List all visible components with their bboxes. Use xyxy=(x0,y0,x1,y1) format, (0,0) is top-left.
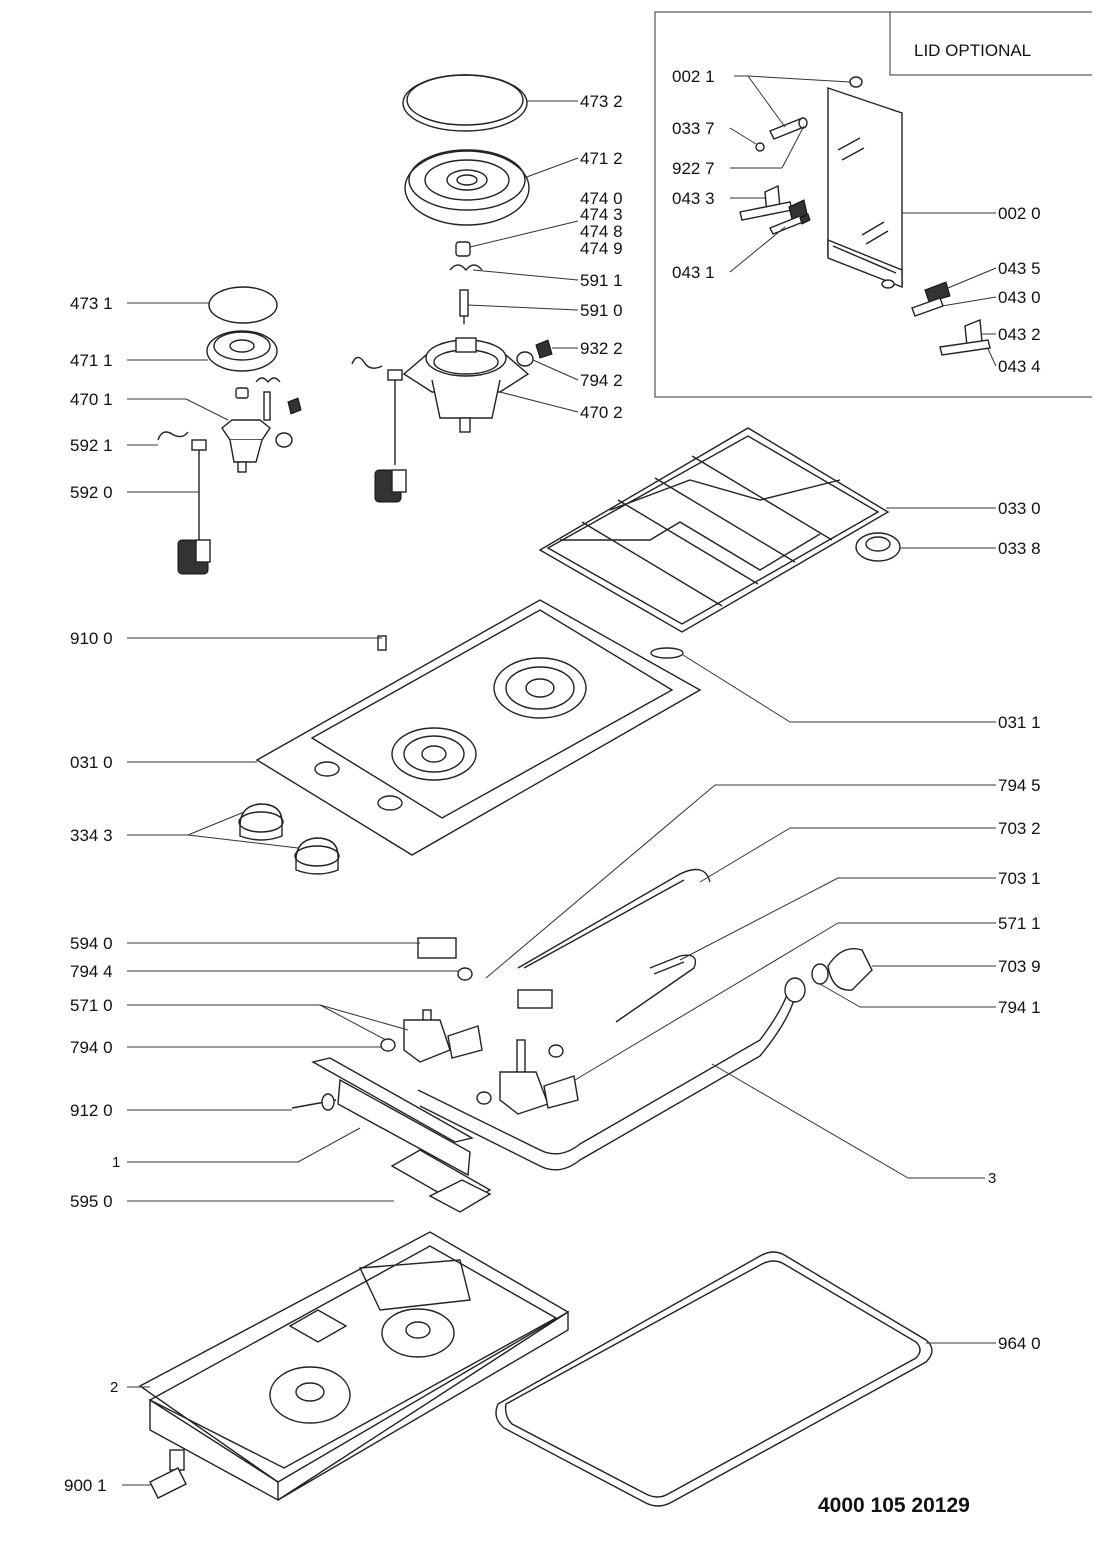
part-label: 1 xyxy=(112,1154,120,1171)
large-burner-assembly xyxy=(351,74,553,503)
part-label: 592 1 xyxy=(70,436,113,455)
part-label: 033 0 xyxy=(998,499,1041,518)
part-label: 794 1 xyxy=(998,998,1041,1017)
part-label: 591 0 xyxy=(580,301,623,320)
part-label: 595 0 xyxy=(70,1192,113,1211)
part-label: 900 1 xyxy=(64,1476,107,1495)
small-burner-assembly xyxy=(157,286,302,575)
part-label: 964 0 xyxy=(998,1334,1041,1353)
part-label: 043 3 xyxy=(672,189,715,208)
part-label: 031 0 xyxy=(70,753,113,772)
hinge-bracket-right xyxy=(911,281,991,356)
part-label: 043 2 xyxy=(998,325,1041,344)
part-label: 474 8 xyxy=(580,222,623,241)
hinge-tube-part xyxy=(769,117,808,140)
part-label: 932 2 xyxy=(580,339,623,358)
part-label: 794 4 xyxy=(70,962,113,981)
gasket-seal xyxy=(495,1251,933,1507)
part-label: 473 2 xyxy=(580,92,623,111)
glass-lid xyxy=(827,87,903,289)
part-labels: 473 2 471 2 474 0 474 3 474 8 474 9 591 … xyxy=(64,67,1041,1495)
bottom-tray xyxy=(138,1231,570,1502)
part-label: 474 3 xyxy=(580,205,623,224)
hinge-bracket-left xyxy=(739,184,811,235)
cooktop-plate xyxy=(255,599,702,856)
part-label: 043 4 xyxy=(998,357,1041,376)
part-label: 703 2 xyxy=(998,819,1041,838)
part-label: 474 0 xyxy=(580,189,623,208)
part-label: 033 8 xyxy=(998,539,1041,558)
leader-lines xyxy=(122,75,997,1486)
part-label: 334 3 xyxy=(70,826,113,845)
part-label: 912 0 xyxy=(70,1101,113,1120)
control-knobs xyxy=(238,803,340,875)
part-label: 043 0 xyxy=(998,288,1041,307)
part-label: 002 0 xyxy=(998,204,1041,223)
part-label: 922 7 xyxy=(672,159,715,178)
gas-valves-and-pipes xyxy=(380,868,873,1171)
part-label: 703 9 xyxy=(998,957,1041,976)
part-label: 031 1 xyxy=(998,713,1041,732)
lid-optional-box: LID OPTIONAL xyxy=(654,11,1092,398)
lid-optional-title: LID OPTIONAL xyxy=(914,41,1031,60)
part-label: 594 0 xyxy=(70,934,113,953)
part-label: 3 xyxy=(988,1170,996,1187)
part-label: 470 1 xyxy=(70,390,113,409)
part-label: 571 0 xyxy=(70,996,113,1015)
part-label: 794 5 xyxy=(998,776,1041,795)
part-label: 043 5 xyxy=(998,259,1041,278)
part-label: 002 1 xyxy=(672,67,715,86)
document-code: 4000 105 20129 xyxy=(818,1494,970,1517)
screw-part xyxy=(755,142,765,152)
part-label: 592 0 xyxy=(70,483,113,502)
part-label: 794 0 xyxy=(70,1038,113,1057)
part-label: 471 2 xyxy=(580,149,623,168)
part-label: 474 9 xyxy=(580,239,623,258)
part-label: 2 xyxy=(110,1379,118,1396)
ignition-parts xyxy=(149,1057,492,1499)
part-label: 043 1 xyxy=(672,263,715,282)
part-label: 794 2 xyxy=(580,371,623,390)
part-label: 470 2 xyxy=(580,403,623,422)
pan-support-grid xyxy=(538,427,901,633)
part-label: 033 7 xyxy=(672,119,715,138)
part-label: 910 0 xyxy=(70,629,113,648)
part-label: 471 1 xyxy=(70,351,113,370)
part-label: 571 1 xyxy=(998,914,1041,933)
hinge-pin-part xyxy=(849,76,863,88)
part-label: 703 1 xyxy=(998,869,1041,888)
part-label: 591 1 xyxy=(580,271,623,290)
part-label: 473 1 xyxy=(70,294,113,313)
